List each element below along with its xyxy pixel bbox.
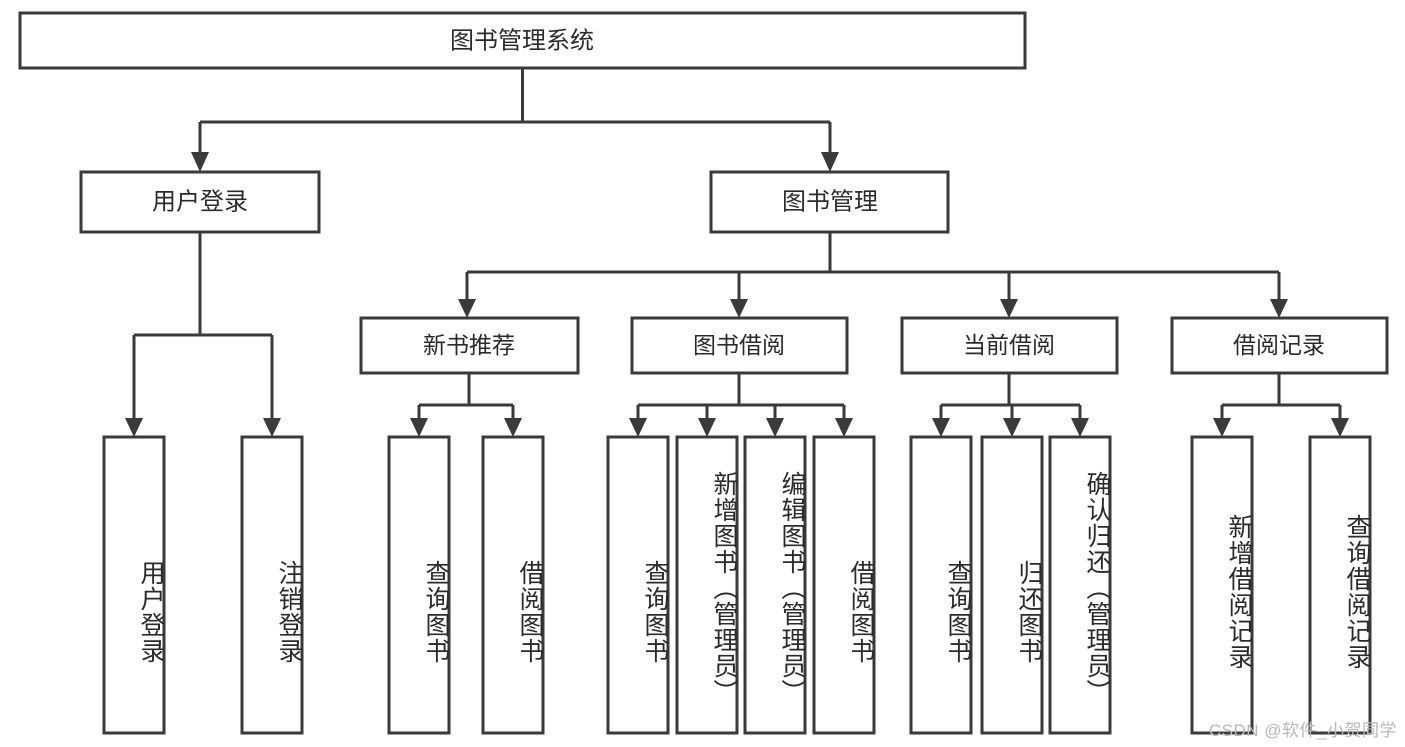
leaf-box-borrow-book-1[interactable] [481,435,545,735]
leaf-box-add-record[interactable] [1190,435,1254,735]
leaf-box-return-book[interactable] [980,435,1044,735]
arrowheads-layer [125,152,1349,437]
leaf-box-add-book[interactable] [675,435,739,735]
node-current-borrow[interactable]: 当前借阅 [900,316,1119,375]
node-book-borrow[interactable]: 图书借阅 [630,316,849,375]
arrow-icon-borrow-book [730,299,748,318]
node-label-user-login: 用户登录 [152,188,248,215]
arrow-icon-leaf-user-login [125,418,143,437]
leaf-box-edit-book[interactable] [743,435,807,735]
arrow-icon-bb-child-2 [698,418,716,437]
node-root-system[interactable]: 图书管理系统 [18,11,1027,70]
arrow-icon-user-login [191,152,209,172]
leaf-box-user-login[interactable] [102,435,166,735]
node-user-login[interactable]: 用户登录 [79,170,321,234]
arrow-icon-br-child-1 [1213,418,1231,437]
arrow-icon-bb-child-4 [835,418,853,437]
csdn-watermark: CSDN @软件_小贺同学 [1208,721,1397,740]
arrow-icon-bb-child-1 [629,418,647,437]
arrow-icon-borrow-record [1270,299,1288,318]
node-label-root-system: 图书管理系统 [450,27,594,54]
node-label-current-borrow: 当前借阅 [963,332,1055,358]
node-book-manage[interactable]: 图书管理 [709,170,950,234]
leaf-box-query-book-2[interactable] [606,435,670,735]
leaf-box-query-book-3[interactable] [909,435,973,735]
arrow-icon-bb-child-3 [766,418,784,437]
node-label-new-book-recommend: 新书推荐 [423,332,515,358]
arrow-icon-cb-child-1 [932,418,950,437]
node-label-book-borrow: 图书借阅 [693,332,785,358]
node-label-borrow-record: 借阅记录 [1233,332,1325,358]
leaf-box-borrow-book-2[interactable] [812,435,876,735]
arrow-icon-nb-child-2 [504,418,522,437]
leaf-box-logout[interactable] [240,435,304,735]
arrow-icon-cb-child-2 [1003,418,1021,437]
arrow-icon-leaf-logout [263,418,281,437]
arrow-icon-cb-child-3 [1071,418,1089,437]
arrow-icon-br-child-2 [1331,418,1349,437]
leaf-nodes-layer [102,435,1372,735]
nodes-layer: 图书管理系统 用户登录 图书管理 新书推荐 图书借阅 当前 [18,11,1389,735]
node-label-book-manage: 图书管理 [782,188,878,215]
leaf-box-query-book-1[interactable] [387,435,451,735]
arrow-icon-book-manage [821,152,839,172]
leaf-box-query-record[interactable] [1308,435,1372,735]
leaf-box-confirm-return[interactable] [1048,435,1112,735]
node-borrow-record[interactable]: 借阅记录 [1170,316,1389,375]
arrow-icon-current-borrow [1000,299,1018,318]
arrow-icon-new-book [458,299,476,318]
node-new-book-recommend[interactable]: 新书推荐 [359,316,580,375]
arrow-icon-nb-child-1 [410,418,428,437]
